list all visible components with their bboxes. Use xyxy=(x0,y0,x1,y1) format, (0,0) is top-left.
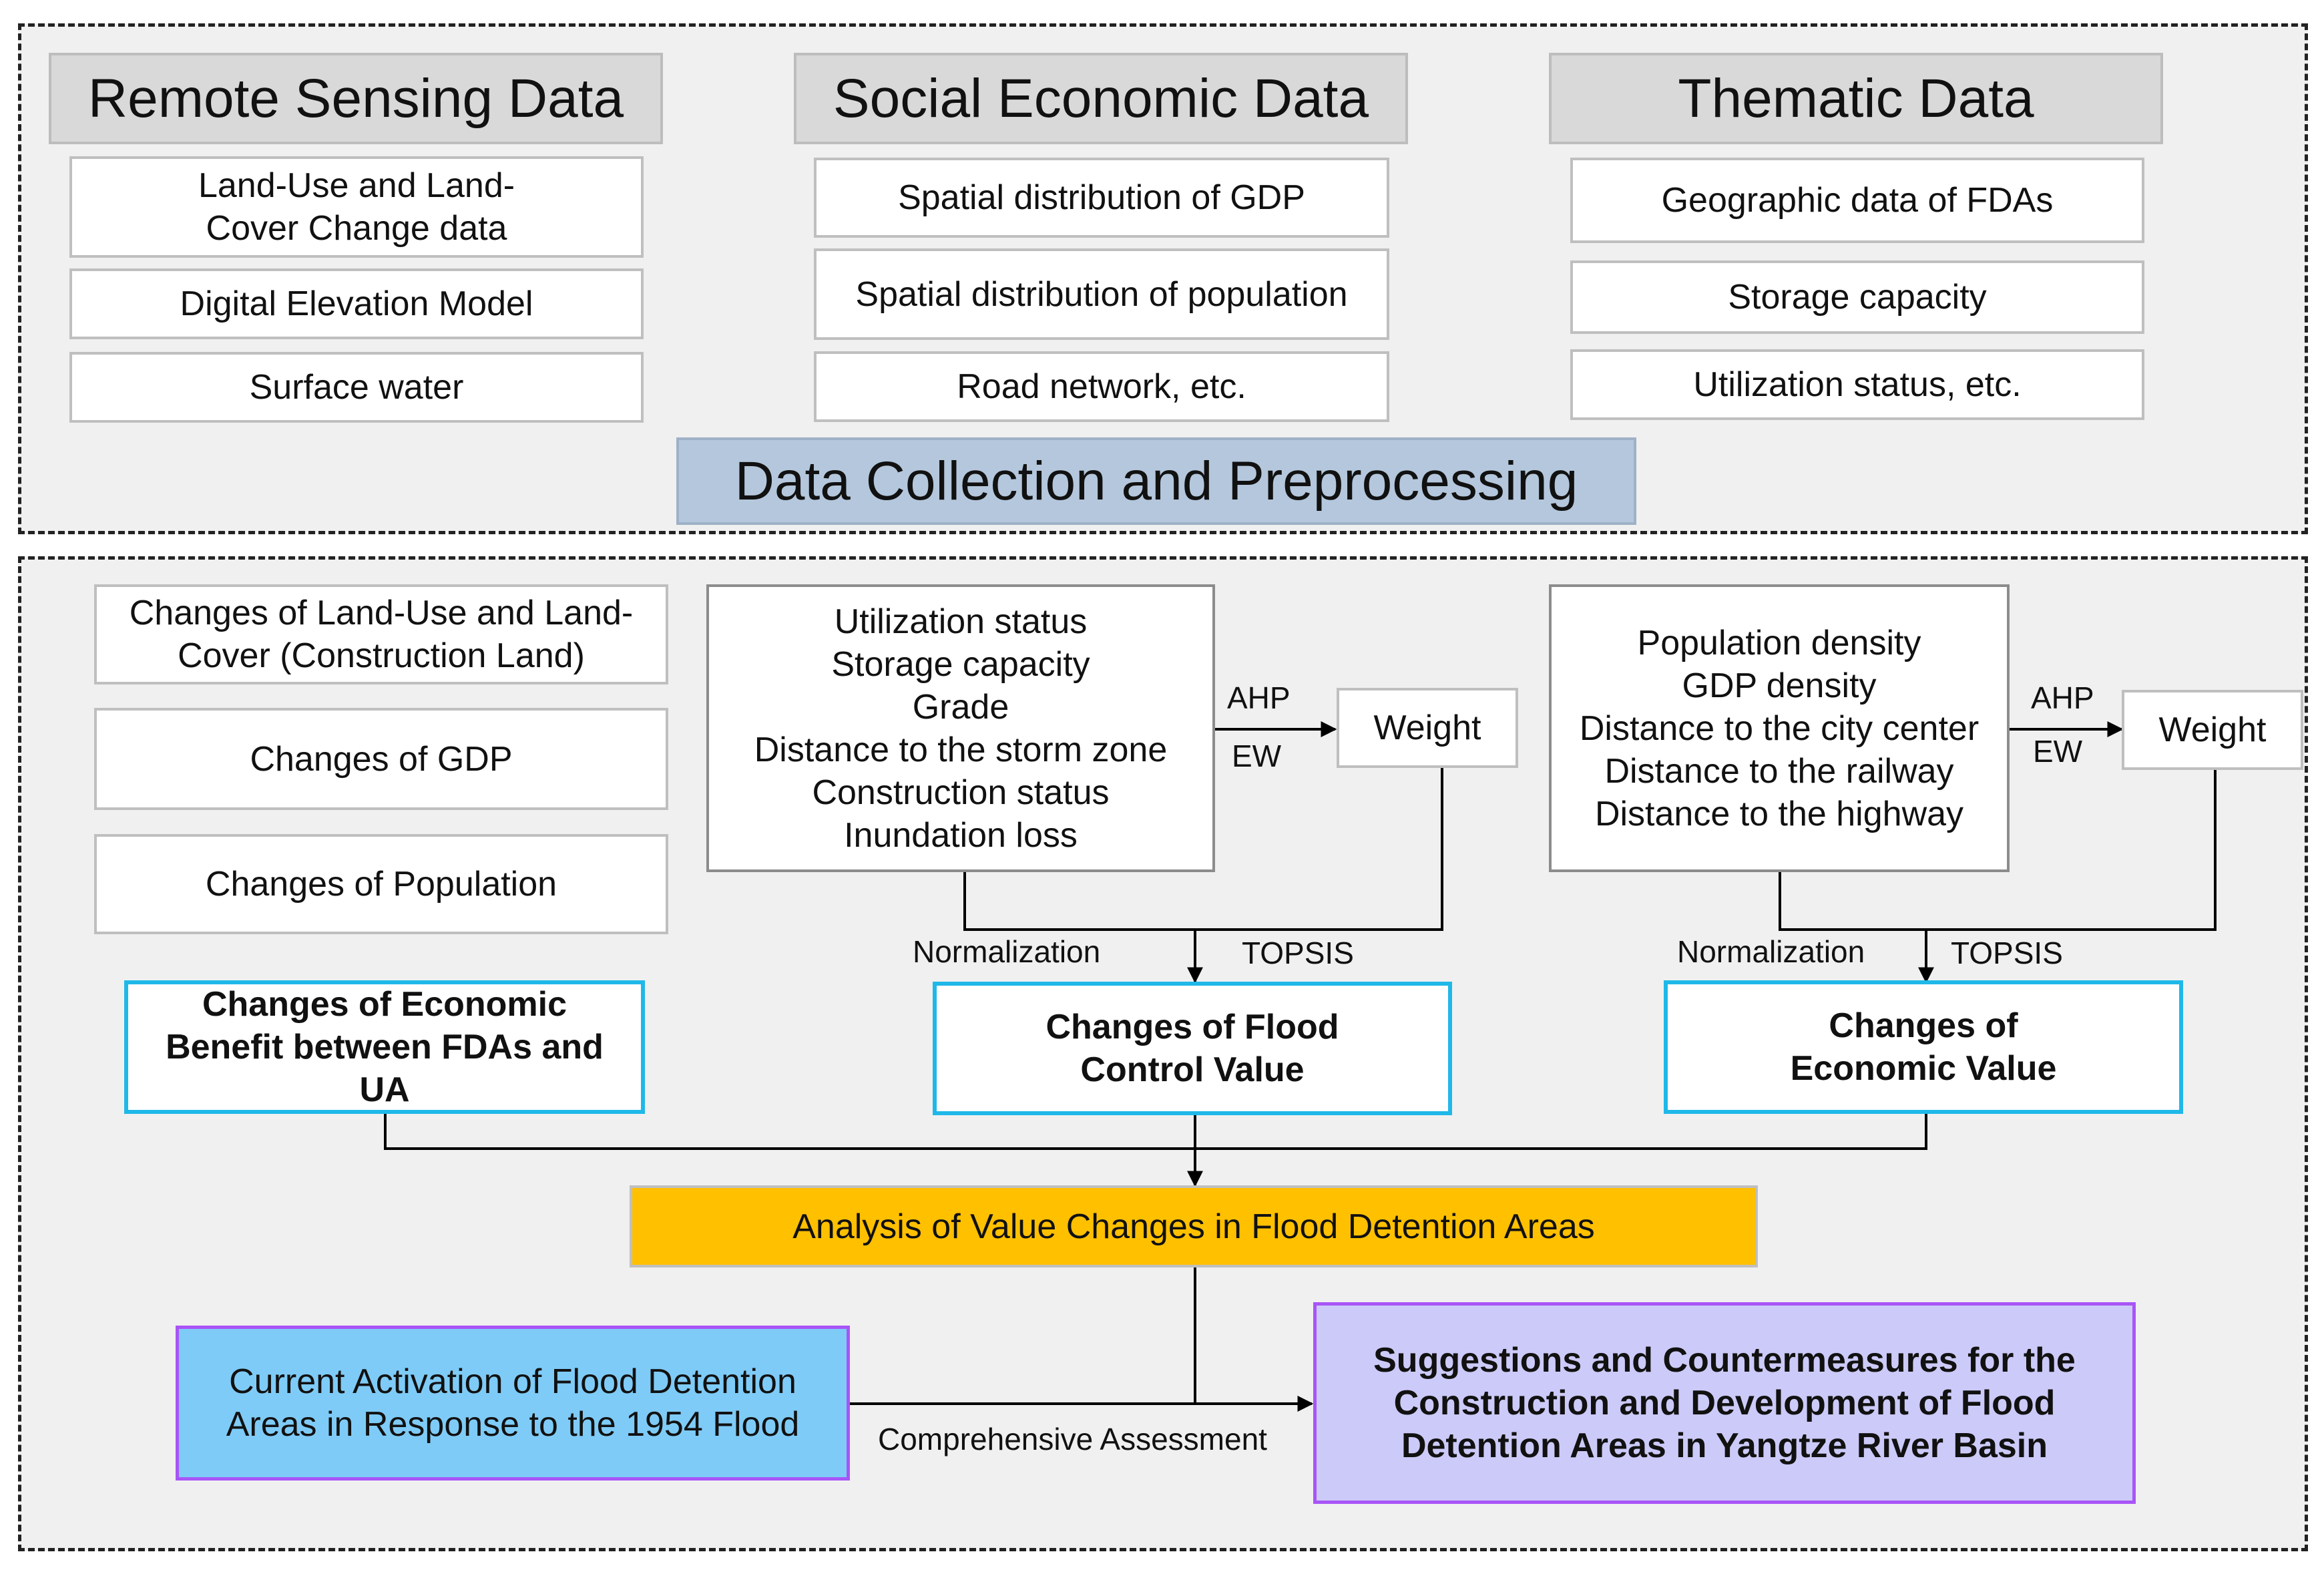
flood-indicator: Inundation loss xyxy=(844,815,1078,855)
econ-indicator: Distance to the city center xyxy=(1579,709,1980,748)
ew-label-econ: EW xyxy=(2033,734,2083,769)
population-changes-box: Changes of Population xyxy=(94,834,668,934)
flood-indicator: Distance to the storm zone xyxy=(754,730,1168,769)
flood-indicator: Storage capacity xyxy=(831,644,1090,684)
analysis-box: Analysis of Value Changes in Flood Deten… xyxy=(630,1185,1758,1267)
topsis-label-flood: TOPSIS xyxy=(1242,936,1354,970)
ahp-label-econ: AHP xyxy=(2031,680,2094,715)
normalization-label-econ: Normalization xyxy=(1677,934,1865,969)
flood-indicators-box: Utilization status Storage capacity Grad… xyxy=(706,584,1215,872)
flood-merge-line xyxy=(963,768,1443,931)
comprehensive-assessment-label: Comprehensive Assessment xyxy=(878,1422,1267,1456)
topsis-label-econ: TOPSIS xyxy=(1951,936,2063,970)
data-collection-title: Data Collection and Preprocessing xyxy=(676,437,1636,525)
utilization-status-item: Utilization status, etc. xyxy=(1570,349,2144,420)
lulc-changes-box: Changes of Land-Use and Land-Cover (Cons… xyxy=(94,584,668,684)
dem-item: Digital Elevation Model xyxy=(69,268,644,339)
gdp-changes-box: Changes of GDP xyxy=(94,708,668,810)
econ-indicator: Distance to the highway xyxy=(1594,794,1964,833)
flood-control-result: Changes of Flood Control Value xyxy=(933,982,1452,1115)
economic-benefit-result: Changes of Economic Benefit between FDAs… xyxy=(124,980,645,1114)
lulc-change-data: Land-Use and Land-Cover Change data xyxy=(69,156,644,258)
flood-indicator: Utilization status xyxy=(834,602,1088,641)
normalization-label-flood: Normalization xyxy=(913,934,1101,969)
fda-geographic-item: Geographic data of FDAs xyxy=(1570,158,2144,243)
suggestions-box: Suggestions and Countermeasures for the … xyxy=(1313,1302,2136,1504)
weight-box-flood: Weight xyxy=(1337,688,1518,768)
gdp-distribution-item: Spatial distribution of GDP xyxy=(814,158,1389,238)
econ-indicator: Population density xyxy=(1637,623,1921,662)
thematic-header: Thematic Data xyxy=(1549,53,2163,144)
storage-capacity-item: Storage capacity xyxy=(1570,260,2144,334)
econ-indicators-box: Population density GDP density Distance … xyxy=(1549,584,2010,872)
current-activation-box: Current Activation of Flood Detention Ar… xyxy=(176,1326,850,1481)
economic-value-result: Changes of Economic Value xyxy=(1664,980,2183,1114)
weight-box-econ: Weight xyxy=(2122,690,2303,770)
ahp-label-flood: AHP xyxy=(1227,680,1291,715)
econ-indicator: GDP density xyxy=(1682,666,1877,705)
flood-indicator: Grade xyxy=(912,687,1009,727)
results-merge-line xyxy=(384,1114,1927,1150)
population-distribution-item: Spatial distribution of population xyxy=(814,248,1389,340)
road-network-item: Road network, etc. xyxy=(814,351,1389,422)
remote-sensing-header: Remote Sensing Data xyxy=(49,53,663,144)
social-economic-header: Social Economic Data xyxy=(794,53,1408,144)
econ-indicator: Distance to the railway xyxy=(1604,751,1954,791)
econ-merge-line xyxy=(1779,768,2217,931)
ew-label-flood: EW xyxy=(1232,739,1282,773)
flood-indicator: Construction status xyxy=(812,773,1110,812)
surface-water-item: Surface water xyxy=(69,352,644,423)
